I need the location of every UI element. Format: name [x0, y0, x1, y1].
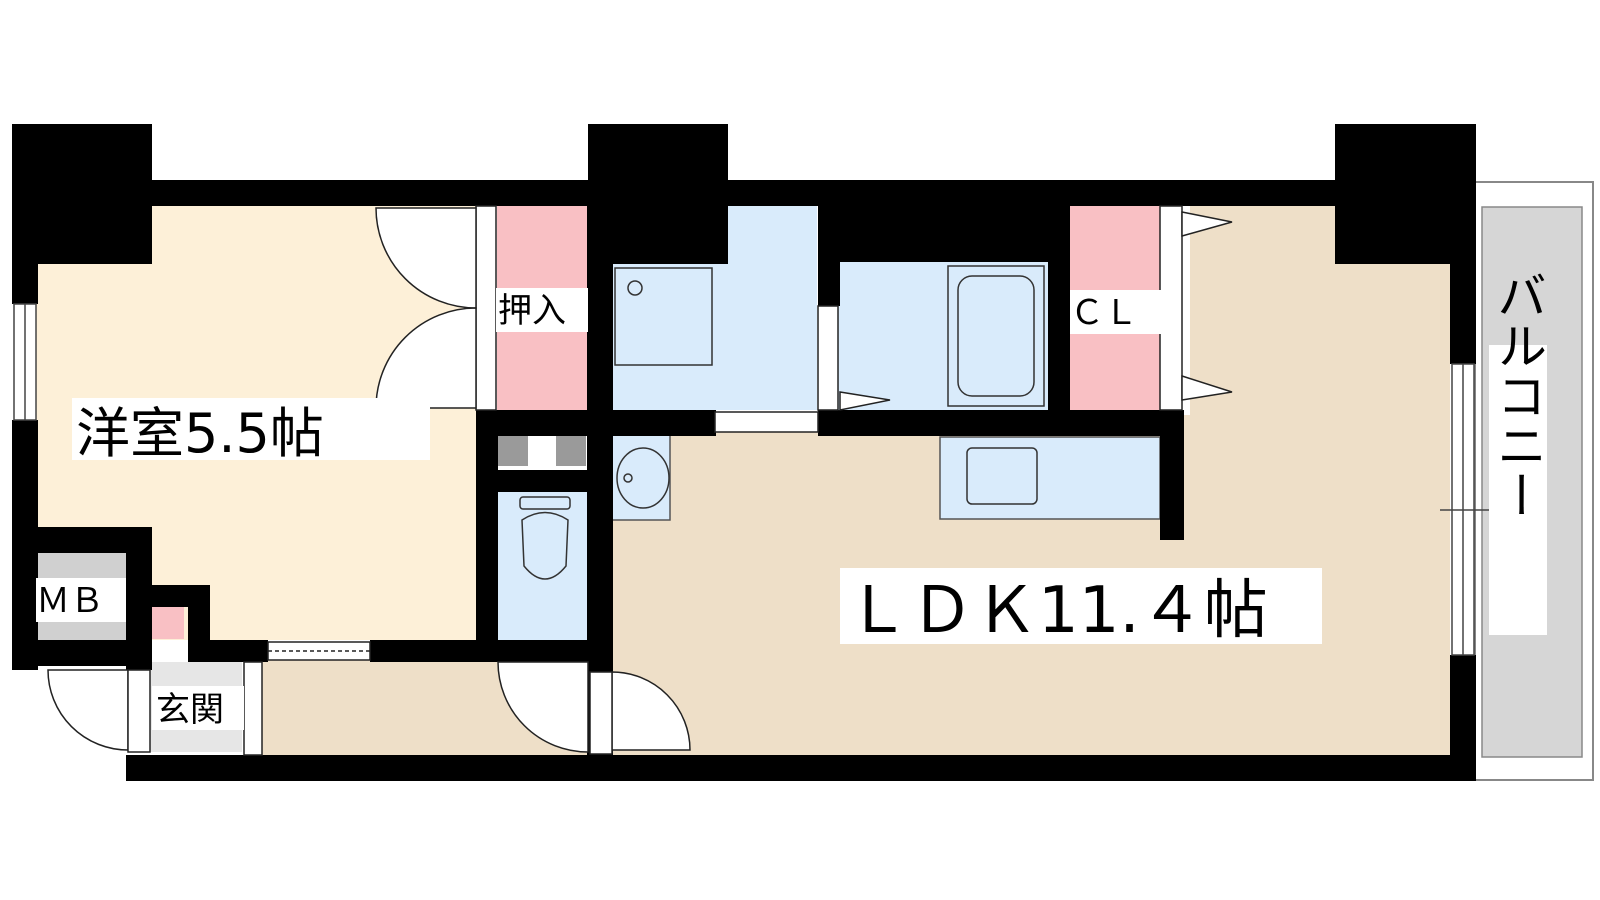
window-right: [1440, 363, 1490, 656]
window-left: [13, 303, 37, 421]
washing-machine-pan: [614, 267, 713, 366]
kitchen-counter: [939, 436, 1161, 520]
ldk-label: ＬＤＫ11.４帖: [846, 574, 1268, 648]
mb-label: ＭＢ: [36, 581, 104, 621]
entrance-label: 玄関: [156, 690, 224, 730]
toilet-floor: [497, 492, 587, 640]
western-room-label-bg: [72, 398, 430, 460]
oshiire-label-bg: [496, 288, 588, 332]
entrance-label-bg: [152, 686, 244, 730]
small-closet: [152, 607, 184, 639]
fixtures: [519, 265, 1045, 580]
balcony: [1474, 181, 1594, 781]
walls: [12, 124, 1476, 781]
mb-label-bg: [36, 578, 126, 622]
kitchen-sink: [966, 447, 1038, 505]
balcony-label-bg: [1489, 345, 1547, 635]
cl-label: ＣＬ: [1070, 293, 1138, 333]
balcony-label: バルコニー: [1489, 270, 1547, 520]
wash-basin: [616, 447, 670, 509]
oshiire-label: 押入: [498, 291, 566, 331]
cl-label-bg: [1070, 290, 1162, 334]
toilet-fixture: [519, 496, 571, 580]
ldk-label-bg: [840, 568, 1322, 644]
western-room-label: 洋室5.5帖: [76, 402, 324, 465]
doors: [47, 205, 1233, 756]
bathtub: [947, 265, 1045, 407]
